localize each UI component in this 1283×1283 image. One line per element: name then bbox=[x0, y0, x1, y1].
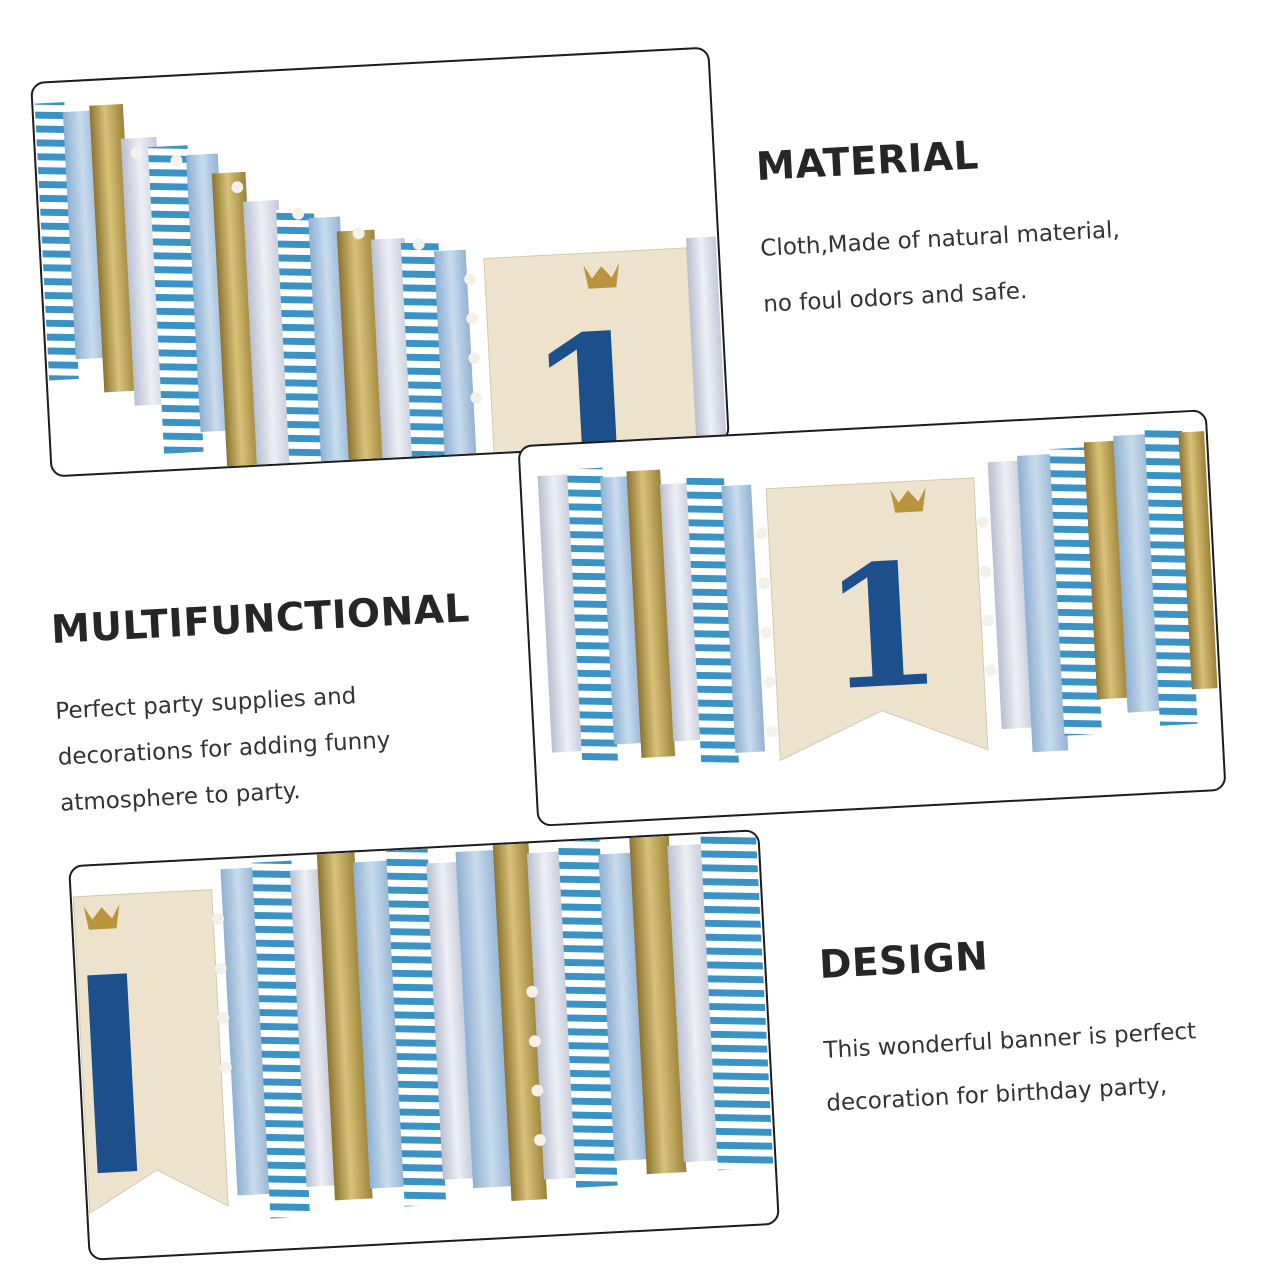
multifunctional-line-2: decorations for adding funny bbox=[57, 727, 391, 771]
product-photo-card-1: 1 bbox=[30, 46, 730, 478]
ribbon-tassels bbox=[220, 831, 774, 1219]
ribbon-tassels-left bbox=[537, 467, 766, 766]
multifunctional-line-1: Perfect party supplies and bbox=[54, 683, 357, 725]
product-photo-card-3 bbox=[68, 829, 780, 1261]
crown-icon bbox=[583, 263, 619, 289]
banner-photo-2: 1 bbox=[537, 427, 1218, 766]
banner-number: 1 bbox=[819, 525, 946, 729]
material-section: MATERIAL Cloth,Made of natural material,… bbox=[755, 126, 1123, 317]
crown-icon bbox=[890, 487, 926, 513]
banner-number-partial bbox=[87, 973, 138, 1174]
crown-icon bbox=[83, 904, 120, 930]
banner-flag: 1 bbox=[765, 477, 989, 762]
design-line-2: decoration for birthday party, bbox=[825, 1072, 1168, 1117]
multifunctional-heading: MULTIFUNCTIONAL bbox=[50, 586, 471, 653]
material-line-2: no foul odors and safe. bbox=[762, 277, 1028, 318]
banner-flag bbox=[72, 889, 229, 1215]
banner-photo-3 bbox=[72, 831, 774, 1219]
pom-pom-trim bbox=[212, 913, 546, 1146]
banner-photo-1: 1 bbox=[34, 102, 728, 476]
pom-pom-trim bbox=[755, 516, 997, 738]
material-line-1: Cloth,Made of natural material, bbox=[759, 217, 1121, 262]
ribbon-tassels bbox=[34, 102, 477, 476]
design-heading: DESIGN bbox=[818, 934, 990, 988]
design-section: DESIGN This wonderful banner is perfect … bbox=[818, 923, 1199, 1117]
multifunctional-line-3: atmosphere to party. bbox=[59, 778, 302, 817]
ribbon-tassels-right bbox=[987, 427, 1218, 753]
product-photo-card-2: 1 bbox=[517, 409, 1227, 827]
multifunctional-section: MULTIFUNCTIONAL Perfect party supplies a… bbox=[50, 586, 479, 817]
design-line-1: This wonderful banner is perfect bbox=[822, 1018, 1197, 1064]
material-heading: MATERIAL bbox=[755, 133, 980, 190]
